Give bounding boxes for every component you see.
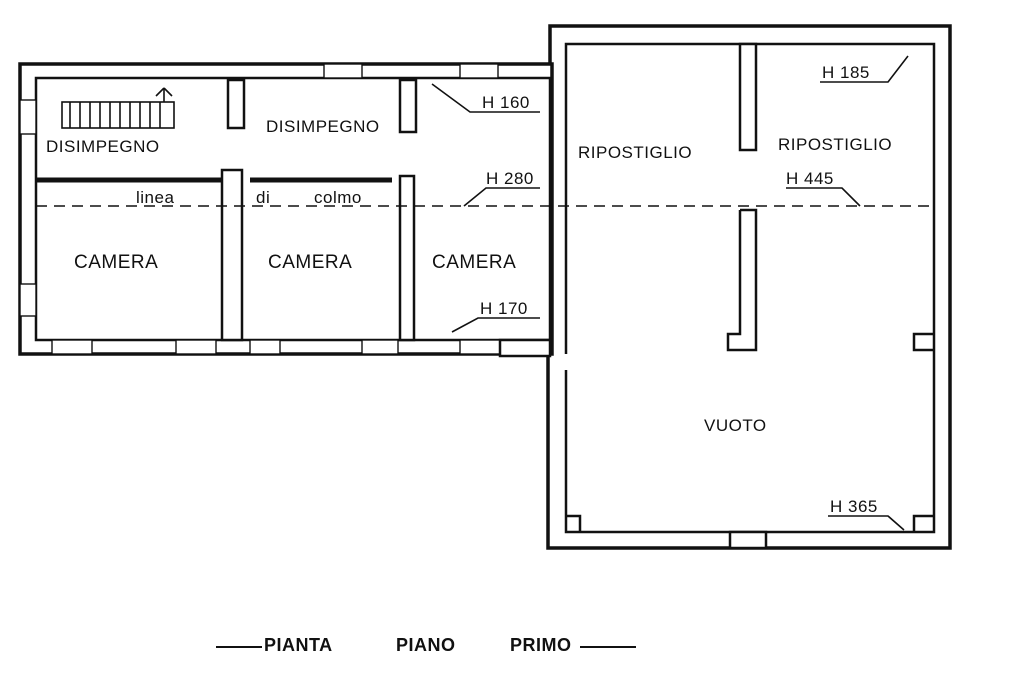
windows: [19, 63, 501, 355]
walls-right-block: [546, 24, 952, 550]
height-leaders: [431, 55, 909, 531]
room-label-camera-1: CAMERA: [74, 252, 158, 273]
room-label-disimpegno-center: DISIMPEGNO: [266, 117, 380, 136]
room-label-ripostiglio-right: RIPOSTIGLIO: [778, 135, 892, 154]
plan-title: PIANTA PIANO PRIMO: [216, 635, 636, 655]
height-label-h185: H 185: [822, 63, 870, 82]
staircase: [61, 87, 175, 129]
ridge-label-linea: linea: [136, 188, 174, 207]
title-word-primo: PRIMO: [510, 635, 572, 655]
height-label-h170: H 170: [480, 299, 528, 318]
ridge-label-colmo: colmo: [314, 188, 362, 207]
title-word-pianta: PIANTA: [264, 635, 333, 655]
walls-left-block: [18, 62, 554, 356]
height-label-h365: H 365: [830, 497, 878, 516]
title-word-piano: PIANO: [396, 635, 456, 655]
room-label-ripostiglio-left: RIPOSTIGLIO: [578, 143, 692, 162]
ridge-label-di: di: [256, 188, 270, 207]
room-label-camera-2: CAMERA: [268, 252, 352, 273]
height-label-h280: H 280: [486, 169, 534, 188]
interior-walls: [36, 42, 934, 550]
room-label-disimpegno-left: DISIMPEGNO: [46, 137, 160, 156]
room-label-camera-3: CAMERA: [432, 252, 516, 273]
height-label-h445: H 445: [786, 169, 834, 188]
height-label-h160: H 160: [482, 93, 530, 112]
room-label-vuoto: VUOTO: [704, 416, 767, 435]
